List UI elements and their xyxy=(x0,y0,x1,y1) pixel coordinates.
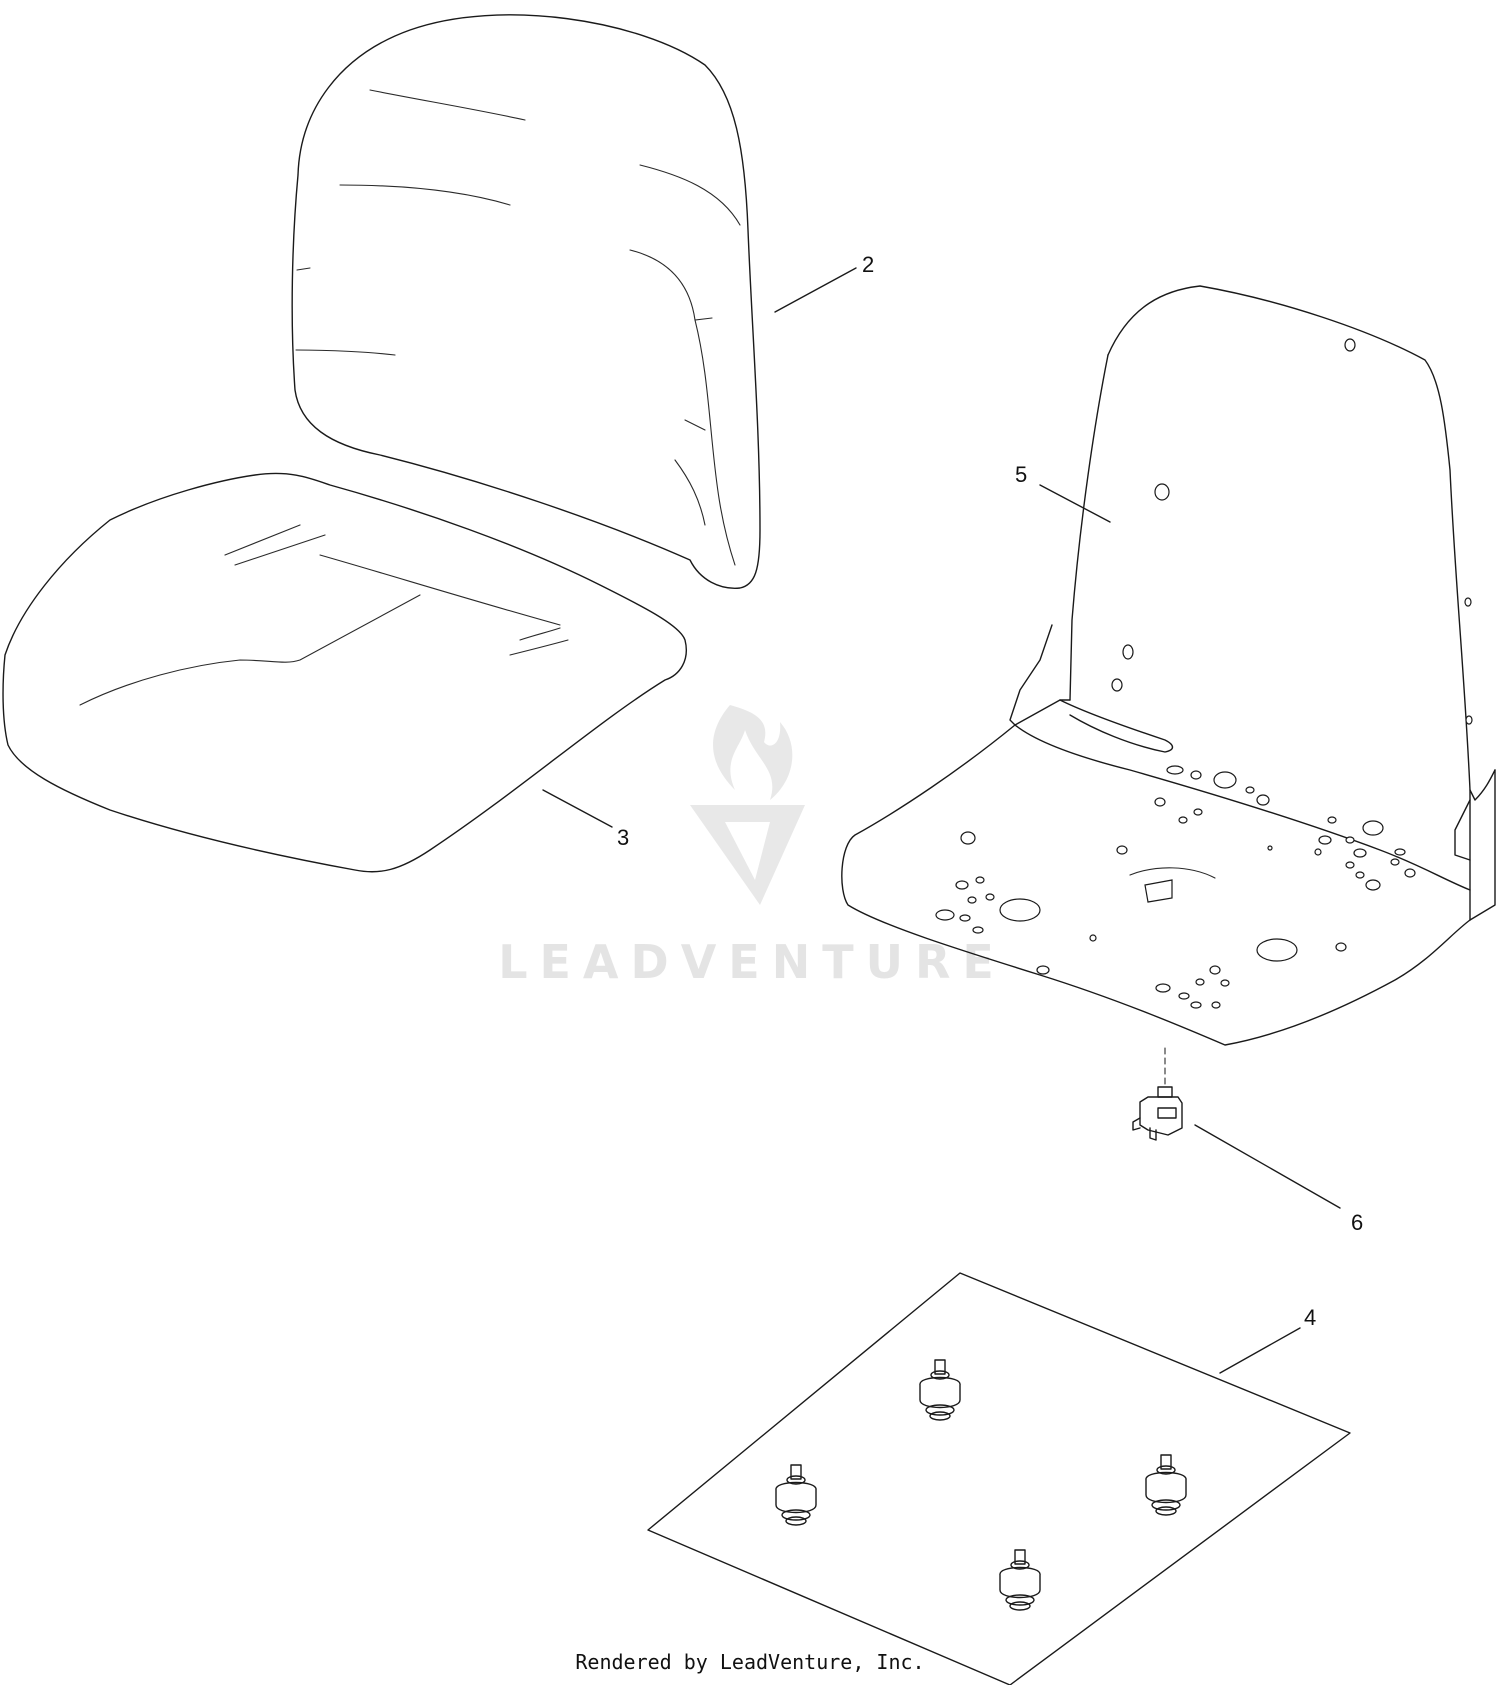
callout-6[interactable]: 6 xyxy=(1194,1124,1363,1235)
flame-logo-icon xyxy=(713,705,793,800)
callout-number: 5 xyxy=(1015,462,1027,487)
v-logo-icon xyxy=(690,805,805,905)
callout-number: 4 xyxy=(1304,1305,1316,1330)
mount-plate xyxy=(647,1272,1351,1685)
callout-number: 3 xyxy=(617,825,629,850)
seat-bottom-cushion xyxy=(2,472,687,873)
seat-pan xyxy=(841,285,1496,1046)
isolator-mount xyxy=(999,1549,1041,1611)
callout-number: 6 xyxy=(1351,1210,1363,1235)
watermark: LEADVENTURE xyxy=(498,705,1006,989)
isolator-mount xyxy=(919,1359,961,1421)
callout-2[interactable]: 2 xyxy=(774,252,874,313)
callout-3[interactable]: 3 xyxy=(542,789,629,850)
watermark-text: LEADVENTURE xyxy=(498,935,1006,989)
callout-4[interactable]: 4 xyxy=(1219,1305,1316,1374)
seat-back-cushion xyxy=(291,14,761,589)
seat-switch xyxy=(1132,1086,1183,1141)
callout-5[interactable]: 5 xyxy=(1015,462,1111,523)
callout-number: 2 xyxy=(862,252,874,277)
isolator-mount xyxy=(775,1464,817,1526)
rendered-by-credit: Rendered by LeadVenture, Inc. xyxy=(575,1650,925,1674)
isolator-mount xyxy=(1145,1454,1187,1516)
